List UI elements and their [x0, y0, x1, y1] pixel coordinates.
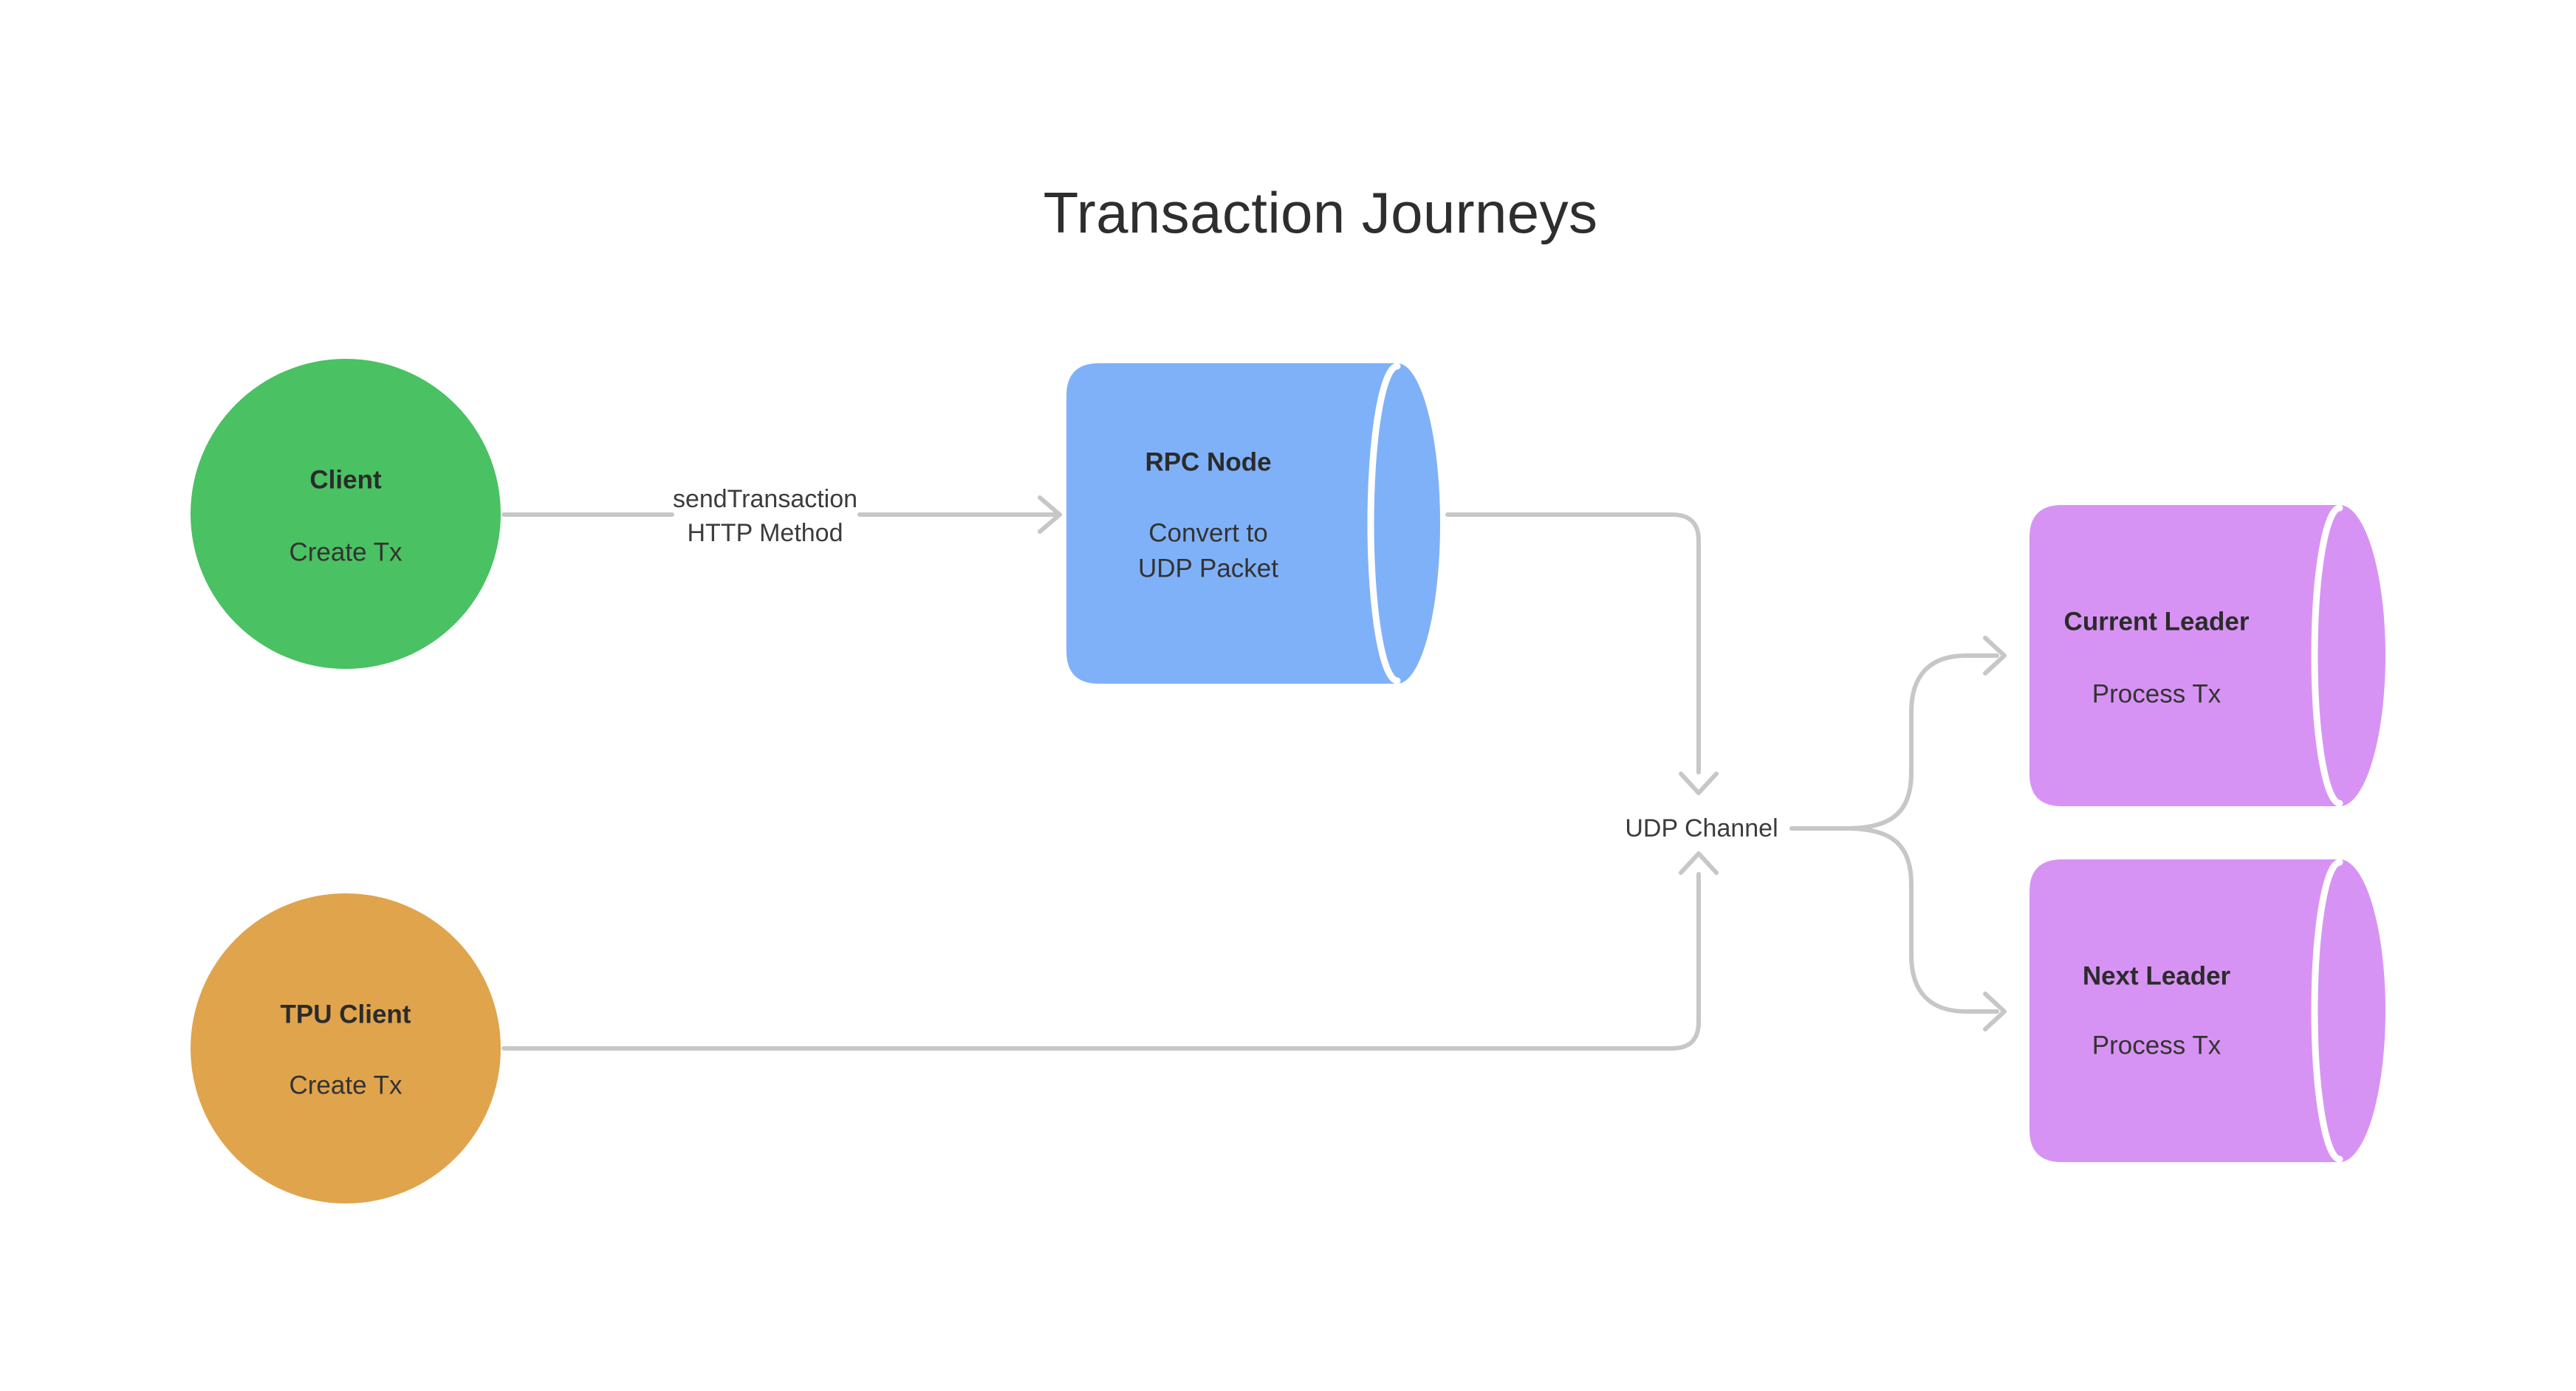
edge-label-send-transaction-line2: HTTP Method	[687, 519, 843, 547]
tpu-client-circle-shape	[191, 893, 501, 1203]
next-leader-subtitle: Process Tx	[2092, 1031, 2222, 1060]
edge-udp-current-leader-line	[1789, 653, 1999, 831]
node-next-leader: Next Leader Process Tx	[2029, 859, 2385, 1163]
edge-tpu-udp-arrowhead	[1679, 851, 1719, 875]
edge-rpc-udp-arrowhead	[1679, 772, 1719, 795]
node-current-leader: Current Leader Process Tx	[2029, 504, 2385, 807]
current-leader-title: Current Leader	[2064, 608, 2250, 636]
rpc-cylinder-cap-arc	[1367, 363, 1401, 684]
edge-client-rpc-arrowhead	[1038, 495, 1062, 534]
tpu-client-subtitle: Create Tx	[289, 1071, 402, 1100]
next-leader-cylinder-shape	[2029, 859, 2385, 1162]
edge-udp-next-leader-line	[1789, 826, 1999, 1014]
rpc-subtitle-line1: Convert to	[1148, 519, 1267, 548]
edge-udp-next-leader-arrowhead	[1983, 992, 2007, 1031]
edges-layer	[501, 495, 2007, 1051]
next-leader-cylinder-cap-arc	[2311, 859, 2343, 1163]
rpc-cylinder-shape	[1066, 363, 1440, 684]
rpc-subtitle-line2: UDP Packet	[1138, 554, 1278, 583]
tpu-client-title: TPU Client	[281, 1000, 411, 1029]
edge-label-udp-channel: UDP Channel	[1625, 814, 1778, 842]
client-circle-shape	[191, 359, 501, 669]
edge-label-send-transaction-line1: sendTransaction	[673, 485, 857, 513]
edge-rpc-udp-line	[1445, 512, 1701, 775]
node-tpu-client: TPU Client Create Tx	[191, 893, 501, 1203]
current-leader-cylinder-cap-arc	[2311, 504, 2343, 807]
current-leader-subtitle: Process Tx	[2092, 680, 2222, 709]
next-leader-title: Next Leader	[2083, 962, 2231, 991]
edge-udp-current-leader-arrowhead	[1983, 636, 2007, 676]
edge-tpu-udp-line	[501, 872, 1701, 1051]
node-client: Client Create Tx	[191, 359, 501, 669]
rpc-title: RPC Node	[1145, 448, 1271, 477]
page-title: Transaction Journeys	[1044, 180, 1598, 245]
client-subtitle: Create Tx	[289, 538, 402, 567]
client-title: Client	[309, 466, 382, 495]
edge-labels-layer: sendTransaction HTTP Method UDP Channel	[673, 485, 1778, 842]
current-leader-cylinder-shape	[2029, 505, 2385, 806]
node-rpc: RPC Node Convert to UDP Packet	[1066, 363, 1440, 684]
